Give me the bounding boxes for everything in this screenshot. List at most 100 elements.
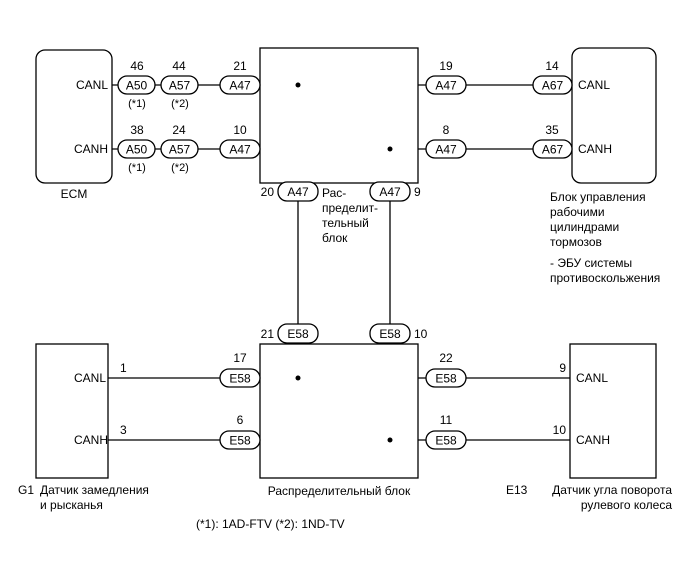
brake-unit-title-line: Блок управления — [550, 190, 646, 204]
junction-dot — [295, 375, 301, 381]
brake-unit-title-line: рабочими — [550, 205, 605, 219]
pin-number: 35 — [545, 123, 559, 137]
connector-shape — [219, 75, 261, 95]
pin-number: 1 — [120, 361, 127, 375]
brake-unit-title-line: противоскольжения — [550, 271, 660, 285]
connector-shape — [277, 181, 319, 202]
yaw-rate-sensor-box — [35, 343, 109, 479]
junction-label-line: Рас- — [322, 186, 346, 200]
ecm-canl-label: CANL — [76, 78, 108, 92]
connector-label: E58 — [229, 434, 251, 448]
pin-number: 6 — [237, 413, 244, 427]
connector-label: A67 — [542, 143, 564, 157]
ecm-title: ECM — [61, 187, 88, 201]
connector-label: A57 — [169, 79, 191, 93]
connector-label: A57 — [169, 143, 191, 157]
connector-shape — [369, 323, 411, 344]
g1-id: G1 — [18, 483, 34, 497]
connector-label: A47 — [287, 185, 309, 199]
steering-angle-sensor-box — [569, 343, 657, 479]
connector-label: A47 — [229, 79, 251, 93]
connector-label: E58 — [435, 372, 457, 386]
pin-number: 8 — [443, 123, 450, 137]
connector-label: A50 — [126, 143, 148, 157]
junction-dot — [295, 82, 301, 88]
g1-title-line: Датчик замедления — [40, 483, 149, 497]
connector-shape — [425, 368, 467, 388]
variant-note: (*2) — [171, 162, 189, 174]
junction-label-line: тельный — [322, 216, 369, 230]
brake-unit-title-line: тормозов — [550, 235, 602, 249]
connector-shape — [160, 139, 199, 159]
ecm-connectors: A50 A57 A50 A57 — [117, 75, 199, 159]
e13-title-line: рулевого колеса — [581, 498, 672, 512]
connector-label: E58 — [287, 327, 309, 341]
pin-number: 20 — [261, 185, 275, 199]
variant-note: (*1) — [128, 162, 146, 174]
e13-canl-label: CANL — [576, 371, 608, 385]
connector-label: E58 — [379, 327, 401, 341]
e13-title-line: Датчик угла поворота — [552, 483, 672, 497]
pin-number: 11 — [440, 413, 453, 427]
pin-number: 10 — [233, 123, 247, 137]
brake-unit-connectors: A67 A67 — [532, 75, 573, 159]
pin-number: 3 — [120, 423, 127, 437]
pin-number: 24 — [172, 123, 186, 137]
bottom-junction-title: Распределительный блок — [268, 484, 411, 498]
brake-unit-title-line: цилиндрами — [550, 220, 619, 234]
pin-number: 14 — [545, 59, 559, 73]
pin-number: 10 — [553, 423, 567, 437]
pin-number: 46 — [130, 59, 144, 73]
brake-canh-label: CANH — [578, 142, 612, 156]
connector-label: A67 — [542, 79, 564, 93]
connector-label: A50 — [126, 79, 148, 93]
connector-shape — [277, 323, 319, 344]
connector-shape — [117, 75, 156, 95]
connector-label: A47 — [435, 143, 457, 157]
g1-title-line: и рысканья — [40, 498, 103, 512]
e13-canh-label: CANH — [576, 433, 610, 447]
top-junction-box — [259, 47, 419, 184]
pin-number: 22 — [439, 351, 453, 365]
ecm-box — [35, 49, 113, 184]
connector-shape — [425, 139, 467, 159]
connector-shape — [219, 139, 261, 159]
variant-note: (*1) — [128, 98, 146, 110]
junction-label-line: блок — [322, 231, 348, 245]
variant-note: (*2) — [171, 98, 189, 110]
pin-number: 10 — [414, 327, 428, 341]
bottom-junction-box — [259, 343, 419, 479]
brake-unit-title-line: - ЭБУ системы — [550, 256, 632, 270]
connector-shape — [532, 139, 573, 159]
junction-dot — [387, 437, 393, 443]
g1-canl-label: CANL — [74, 371, 106, 385]
junction-dot — [387, 146, 393, 152]
connector-label: A47 — [435, 79, 457, 93]
connector-label: A47 — [229, 143, 251, 157]
connector-shape — [160, 75, 199, 95]
pin-number: 9 — [414, 185, 421, 199]
pin-number: 44 — [172, 59, 186, 73]
pin-number: 21 — [261, 327, 275, 341]
brake-canl-label: CANL — [578, 78, 610, 92]
ecm-canh-label: CANH — [74, 142, 108, 156]
e13-id: E13 — [506, 483, 528, 497]
top-junction-connectors: A47 A47 A47 A47 A47 A47 — [219, 75, 467, 202]
connector-shape — [219, 368, 261, 388]
connector-shape — [117, 139, 156, 159]
connector-shape — [425, 75, 467, 95]
connector-label: A47 — [379, 185, 401, 199]
pin-number: 19 — [439, 59, 453, 73]
bottom-junction-connectors: E58 E58 E58 E58 E58 E58 — [219, 323, 467, 450]
g1-canh-label: CANH — [74, 433, 108, 447]
footnote: (*1): 1AD-FTV (*2): 1ND-TV — [196, 517, 345, 531]
connector-label: E58 — [229, 372, 251, 386]
connector-shape — [425, 430, 467, 450]
connector-shape — [532, 75, 573, 95]
junction-label-line: пределит- — [322, 201, 378, 215]
connector-label: E58 — [435, 434, 457, 448]
connector-shape — [369, 181, 411, 202]
pin-number: 9 — [559, 361, 566, 375]
pin-number: 17 — [233, 351, 247, 365]
